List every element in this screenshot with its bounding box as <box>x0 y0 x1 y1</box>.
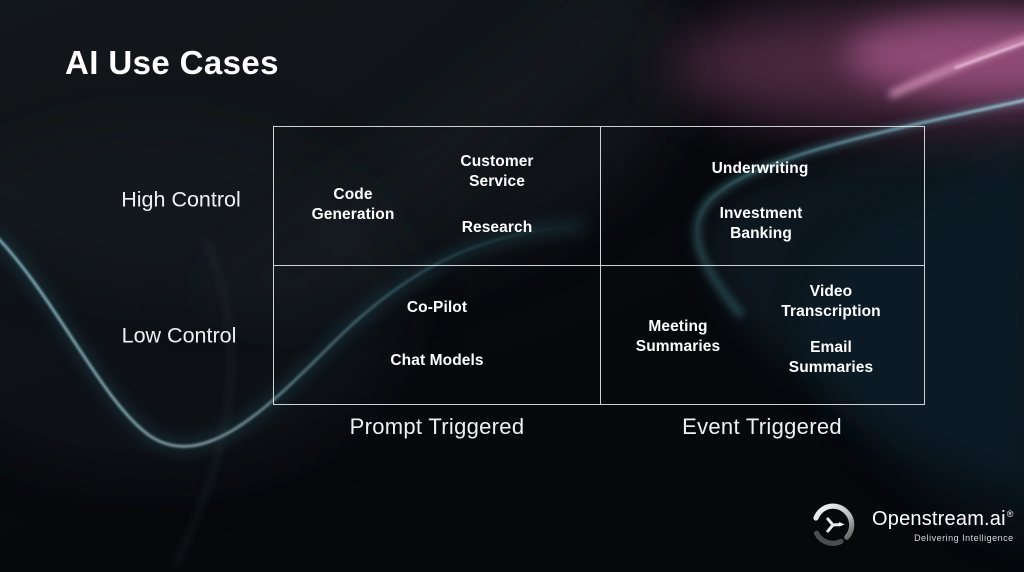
row-label-low-control: Low Control <box>121 323 237 348</box>
use-case-item: Chat Models <box>390 352 484 370</box>
openstream-logo: Openstream.ai® Delivering Intelligence <box>805 497 1014 553</box>
use-case-item: Email Summaries <box>788 339 874 376</box>
column-label-event-triggered: Event Triggered <box>682 414 842 439</box>
use-case-item: Research <box>461 219 533 237</box>
row-label-high-control: High Control <box>121 187 241 212</box>
column-label-prompt-triggered: Prompt Triggered <box>349 414 525 439</box>
openstream-logo-icon <box>813 503 855 546</box>
matrix-cell-low-control-event-triggered: Meeting Summaries Video Transcription Em… <box>601 266 922 404</box>
page-title: AI Use Cases <box>65 44 279 81</box>
use-case-item: Underwriting <box>711 160 809 178</box>
use-case-item: Investment Banking <box>719 205 803 242</box>
use-case-item: Meeting Summaries <box>635 318 721 355</box>
matrix-cell-high-control-prompt-triggered: Code Generation Customer Service Researc… <box>274 127 601 266</box>
logo-text: Openstream.ai® Delivering Intelligence <box>872 508 1014 543</box>
use-case-item: Customer Service <box>460 153 534 190</box>
use-case-item: Co-Pilot <box>406 299 468 317</box>
use-case-item: Video Transcription <box>781 283 881 320</box>
matrix-cell-low-control-prompt-triggered: Co-Pilot Chat Models <box>274 266 601 404</box>
brand-name-text: Openstream.ai <box>872 507 1006 530</box>
registered-trademark: ® <box>1006 508 1014 519</box>
matrix-horizontal-divider <box>274 265 924 267</box>
use-case-matrix: Code Generation Customer Service Researc… <box>273 126 925 405</box>
brand-tagline: Delivering Intelligence <box>914 532 1014 543</box>
matrix-cell-high-control-event-triggered: Underwriting Investment Banking <box>601 127 922 266</box>
use-case-item: Code Generation <box>311 186 395 223</box>
brand-name: Openstream.ai® <box>872 508 1014 530</box>
